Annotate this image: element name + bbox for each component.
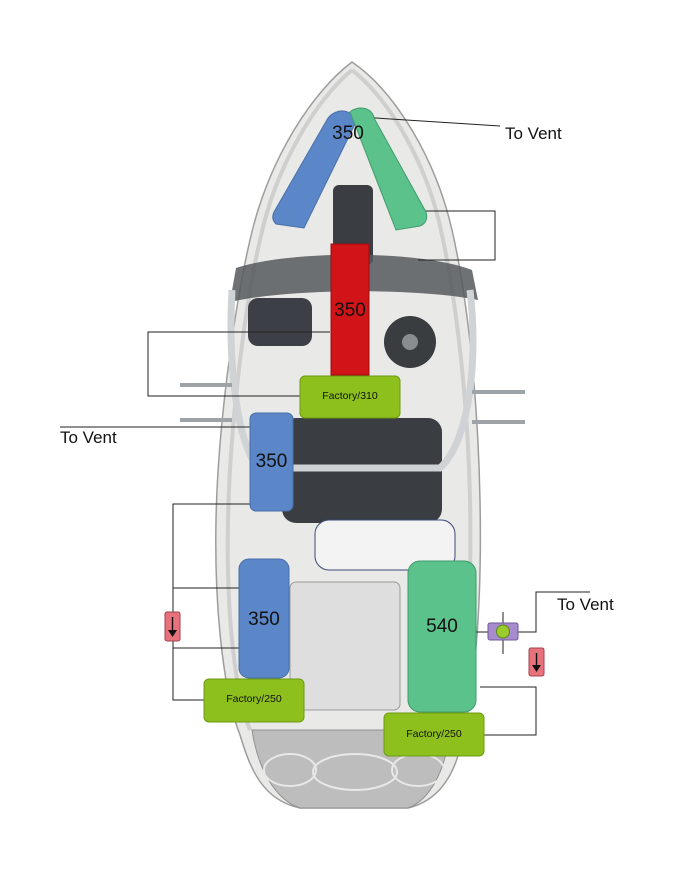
valve-icon <box>488 623 518 640</box>
factory-tank-center <box>300 376 400 418</box>
engine-hatch <box>290 582 400 710</box>
factory-tank-starboard <box>384 713 484 756</box>
hose <box>480 687 536 735</box>
tank-center <box>331 244 369 375</box>
pump-starboard <box>529 648 544 676</box>
valve-center <box>497 625 510 638</box>
tank-starboard-aft <box>408 561 476 712</box>
tank-port-mid <box>250 413 293 511</box>
pump-port <box>165 612 180 641</box>
factory-tank-port <box>204 679 304 722</box>
seat <box>248 298 312 346</box>
tank-port-aft <box>239 559 289 678</box>
hose <box>518 592 590 632</box>
steering-hub <box>402 334 418 350</box>
